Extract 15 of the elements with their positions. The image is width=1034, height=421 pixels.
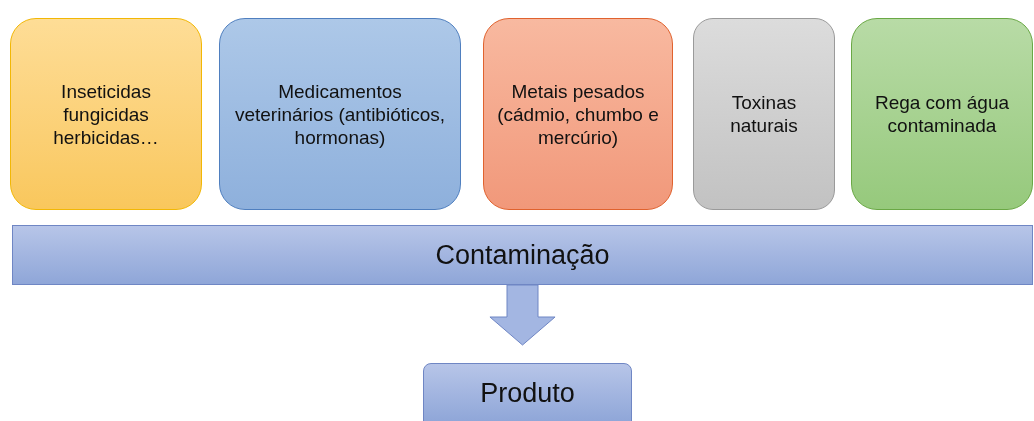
category-box bbox=[483, 18, 673, 210]
box-label: Inseticidas fungicidas herbicidas… bbox=[52, 79, 160, 149]
category-box bbox=[851, 18, 1033, 210]
category-box bbox=[693, 18, 835, 210]
category-box bbox=[219, 18, 461, 210]
box-label: Produto bbox=[479, 376, 576, 410]
block-arrow bbox=[489, 284, 556, 346]
box-label: Contaminação bbox=[434, 238, 611, 272]
box-label: Metais pesados (cádmio, chumbo e mercúrio) bbox=[496, 79, 660, 149]
box-label: Rega com água contaminada bbox=[873, 91, 1011, 137]
box-label: Medicamentos veterinários (antibióticos, hormonas) bbox=[233, 79, 447, 149]
category-box bbox=[10, 18, 202, 210]
product-box bbox=[423, 363, 632, 421]
box-label: Toxinas naturais bbox=[729, 91, 799, 137]
contamination-band bbox=[12, 225, 1033, 285]
